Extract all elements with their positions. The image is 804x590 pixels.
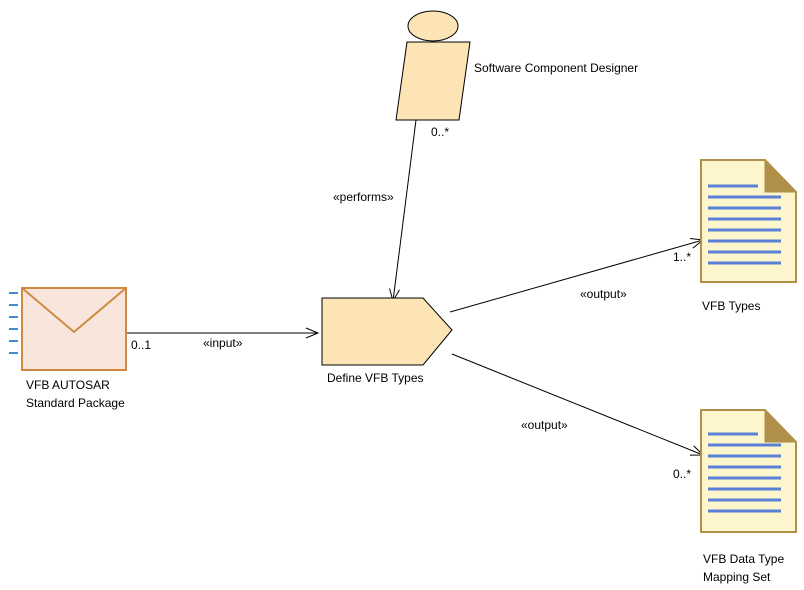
package-label-line2: Standard Package (26, 396, 125, 410)
document-icon-mapping-set[interactable] (700, 408, 798, 533)
edge-output-mapping-set (451, 353, 703, 455)
mapping-set-label-line2: Mapping Set (703, 570, 771, 584)
task-icon[interactable] (321, 297, 453, 366)
package-label-line1: VFB AUTOSAR (26, 378, 110, 392)
vfb-types-label: VFB Types (702, 299, 760, 313)
edge-performs (393, 119, 417, 301)
role-label: Software Component Designer (474, 61, 638, 75)
package-icon[interactable] (21, 287, 127, 371)
document-lines (708, 184, 781, 265)
performs-multiplicity: 0..* (431, 125, 449, 139)
role-icon[interactable] (395, 10, 471, 121)
output-types-stereotype: «output» (580, 287, 627, 301)
document-icon-vfb-types[interactable] (700, 158, 798, 283)
package-stubs (9, 292, 18, 354)
performs-stereotype: «performs» (333, 190, 394, 204)
mapping-set-label-line1: VFB Data Type (703, 552, 784, 566)
role-body (395, 41, 471, 121)
output-types-multiplicity: 1..* (673, 250, 691, 264)
output-mapping-multiplicity: 0..* (673, 467, 691, 481)
input-multiplicity: 0..1 (131, 338, 151, 352)
role-head (407, 10, 459, 42)
document-lines (708, 432, 781, 513)
edge-output-vfb-types (449, 240, 703, 313)
input-stereotype: «input» (203, 336, 243, 350)
output-mapping-stereotype: «output» (521, 418, 568, 432)
envelope-flap (21, 287, 127, 334)
task-label: Define VFB Types (327, 371, 424, 385)
